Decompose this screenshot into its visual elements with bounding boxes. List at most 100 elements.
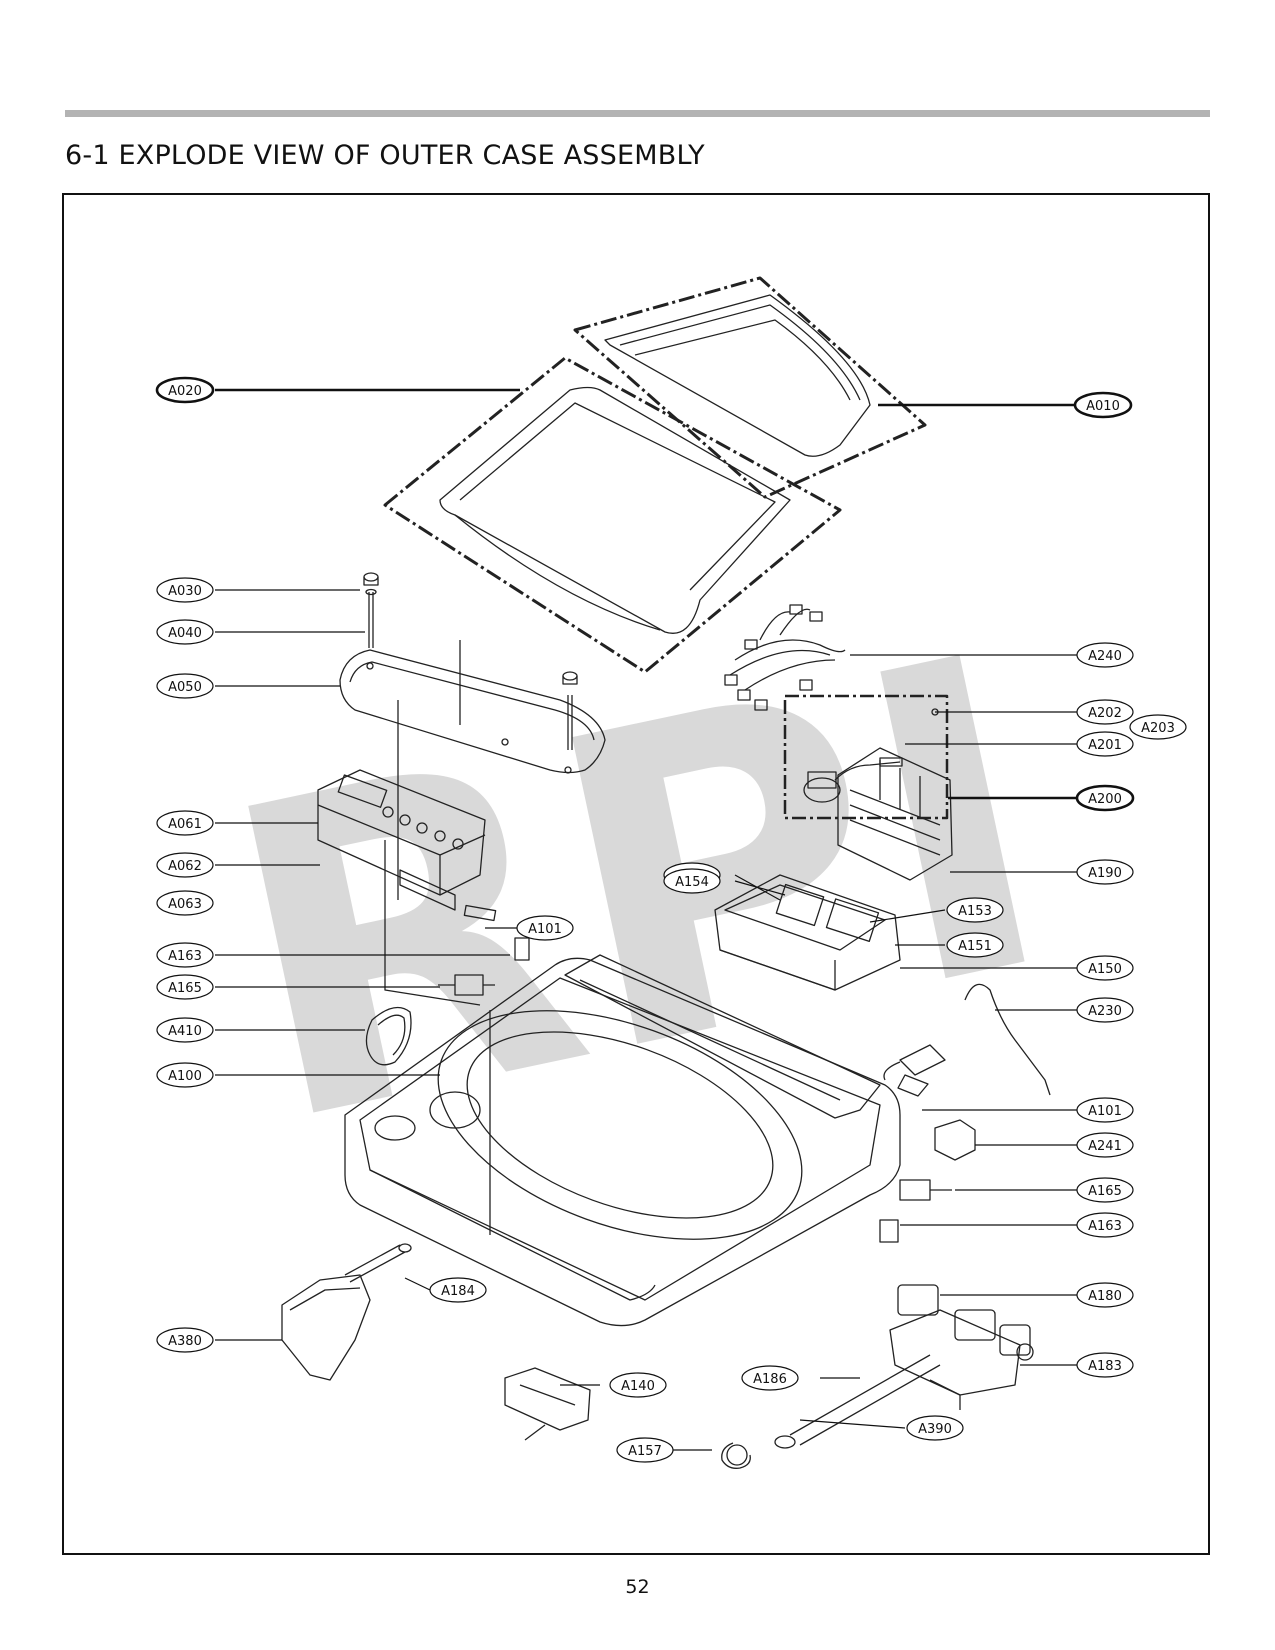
callout-a061: A061 xyxy=(156,810,214,836)
callout-label: A380 xyxy=(168,1334,202,1349)
callout-a020: A020 xyxy=(155,376,215,404)
callout-label: A410 xyxy=(168,1024,202,1039)
callout-label: A157 xyxy=(628,1444,662,1459)
callout-a062: A062 xyxy=(156,852,214,878)
callout-ellipse xyxy=(156,673,214,699)
callout-a101: A101 xyxy=(516,915,574,941)
watermark: RPI xyxy=(192,564,1085,1221)
callout-ellipse xyxy=(1075,784,1135,812)
callout-ellipse xyxy=(616,1437,674,1463)
callout-a190: A190 xyxy=(1076,859,1134,885)
screw-part xyxy=(363,572,578,750)
page-title: 6-1 EXPLODE VIEW OF OUTER CASE ASSEMBLY xyxy=(65,140,705,171)
callout-ellipse xyxy=(156,810,214,836)
top-cover-part xyxy=(344,954,901,1327)
callout-label: A062 xyxy=(168,859,202,874)
callout-a230: A230 xyxy=(1076,997,1134,1023)
callout-ellipse xyxy=(1076,859,1134,885)
lid-frame-part xyxy=(573,276,927,499)
callout-label: A154 xyxy=(675,875,709,890)
callout-ellipse xyxy=(609,1372,667,1398)
callout-label: A101 xyxy=(528,922,562,937)
callout-ellipse xyxy=(1076,997,1134,1023)
callout-ellipse xyxy=(1076,642,1134,668)
callout-a154: A154 xyxy=(663,868,721,894)
callout-ellipse xyxy=(1076,955,1134,981)
small-parts-left xyxy=(365,904,530,1066)
callout-ellipse xyxy=(1129,714,1187,740)
callout-a201: A201 xyxy=(1076,731,1134,757)
callout-label: A020 xyxy=(168,384,202,399)
callout-label: A202 xyxy=(1088,706,1122,721)
callout-a063: A063 xyxy=(156,890,214,916)
callout-label: A010 xyxy=(1086,399,1120,414)
callout-label: A183 xyxy=(1088,1359,1122,1374)
callout-ellipse xyxy=(663,868,721,894)
callout-a151: A151 xyxy=(946,932,1004,958)
bracket-cover-part xyxy=(281,1243,412,1381)
page-number: 52 xyxy=(625,1576,650,1598)
callout-ellipse xyxy=(156,974,214,1000)
callout-label: A061 xyxy=(168,817,202,832)
callout-a101: A101 xyxy=(1076,1097,1134,1123)
callout-a010: A010 xyxy=(1073,391,1133,419)
callout-a163: A163 xyxy=(156,942,214,968)
small-parts-right xyxy=(879,983,1051,1243)
callout-a183: A183 xyxy=(1076,1352,1134,1378)
callout-label: A163 xyxy=(1088,1219,1122,1234)
callout-ellipse xyxy=(156,577,214,603)
callout-ellipse xyxy=(156,1062,214,1088)
callout-label: A230 xyxy=(1088,1004,1122,1019)
door-lock-part xyxy=(504,1367,591,1441)
callout-ellipse xyxy=(1076,1177,1134,1203)
dispenser-housing-part xyxy=(837,747,953,881)
detergent-dispenser-part xyxy=(714,874,901,991)
water-valve-part xyxy=(889,1284,1034,1410)
callout-ellipse xyxy=(1076,1282,1134,1308)
callout-a203: A203 xyxy=(1129,714,1187,740)
callout-label: A153 xyxy=(958,904,992,919)
callout-a380: A380 xyxy=(156,1327,214,1353)
callouts: A020A010A030A040A050A061A062A063A163A165… xyxy=(155,376,1187,1463)
callout-a202: A202 xyxy=(1076,699,1134,725)
callout-label: A201 xyxy=(1088,738,1122,753)
callout-ellipse xyxy=(1076,731,1134,757)
callout-label: A184 xyxy=(441,1284,475,1299)
callout-a030: A030 xyxy=(156,577,214,603)
callout-label: A050 xyxy=(168,680,202,695)
callout-label: A140 xyxy=(621,1379,655,1394)
callout-label: A100 xyxy=(168,1069,202,1084)
callout-label: A203 xyxy=(1141,721,1175,736)
callout-a390: A390 xyxy=(906,1415,964,1441)
callout-ellipse xyxy=(1073,391,1133,419)
callout-a241: A241 xyxy=(1076,1132,1134,1158)
callout-a157: A157 xyxy=(616,1437,674,1463)
callout-ellipse xyxy=(1076,1097,1134,1123)
callout-a180: A180 xyxy=(1076,1282,1134,1308)
callout-label: A165 xyxy=(168,981,202,996)
callout-a163: A163 xyxy=(1076,1212,1134,1238)
callout-label: A200 xyxy=(1088,792,1122,807)
callout-ellipse xyxy=(1076,1132,1134,1158)
callout-ellipse xyxy=(1076,1212,1134,1238)
callout-a140: A140 xyxy=(609,1372,667,1398)
hose-part xyxy=(721,1354,941,1469)
callout-ellipse xyxy=(156,890,214,916)
callout-label: A040 xyxy=(168,626,202,641)
callout-a153: A153 xyxy=(946,897,1004,923)
leader-lines xyxy=(215,388,1080,1451)
callout-label: A240 xyxy=(1088,649,1122,664)
callout-label: A190 xyxy=(1088,866,1122,881)
callout-ellipse xyxy=(155,376,215,404)
callout-a040: A040 xyxy=(156,619,214,645)
callout-label: A241 xyxy=(1088,1139,1122,1154)
callout-a165: A165 xyxy=(156,974,214,1000)
callout-label: A030 xyxy=(168,584,202,599)
callout-a186: A186 xyxy=(741,1365,799,1391)
callout-label: A180 xyxy=(1088,1289,1122,1304)
callout-a184: A184 xyxy=(429,1277,487,1303)
callout-ellipse xyxy=(156,852,214,878)
callout-label: A390 xyxy=(918,1422,952,1437)
callout-ellipse xyxy=(156,1017,214,1043)
